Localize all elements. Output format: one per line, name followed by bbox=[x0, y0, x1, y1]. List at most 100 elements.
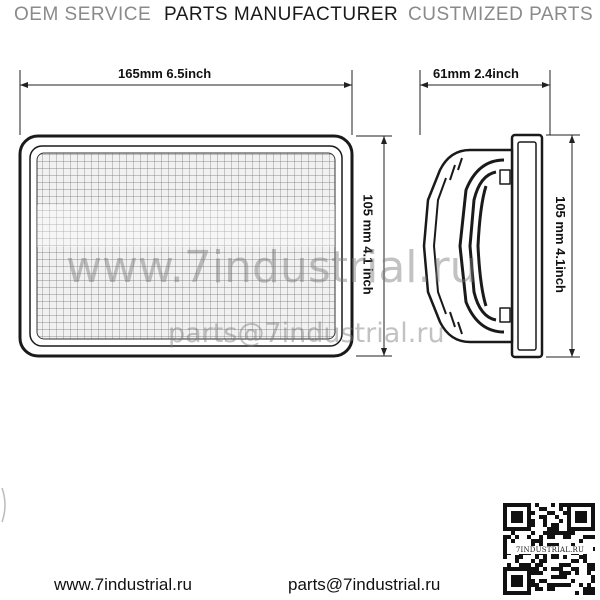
qr-module bbox=[563, 555, 567, 559]
side-depth-label: 61mm 2.4inch bbox=[433, 66, 519, 81]
qr-module bbox=[543, 519, 547, 523]
qr-module bbox=[519, 519, 523, 523]
qr-module bbox=[555, 515, 559, 519]
qr-module bbox=[591, 575, 595, 579]
qr-module bbox=[519, 503, 523, 507]
side-depth-dimension bbox=[419, 70, 551, 135]
qr-module bbox=[571, 531, 575, 535]
qr-module bbox=[531, 583, 535, 587]
qr-module bbox=[507, 503, 511, 507]
qr-module bbox=[567, 563, 571, 567]
qr-module bbox=[551, 543, 555, 547]
qr-module bbox=[515, 511, 519, 515]
qr-module bbox=[555, 583, 559, 587]
qr-module bbox=[515, 575, 519, 579]
qr-module bbox=[503, 515, 507, 519]
qr-module bbox=[503, 591, 507, 595]
qr-module bbox=[539, 587, 543, 591]
qr-module bbox=[555, 523, 559, 527]
qr-module bbox=[583, 515, 587, 519]
footer-website[interactable]: www.7industrial.ru bbox=[54, 575, 192, 594]
qr-module bbox=[591, 579, 595, 583]
qr-module bbox=[555, 575, 559, 579]
qr-module bbox=[547, 531, 551, 535]
qr-module bbox=[515, 583, 519, 587]
qr-module bbox=[503, 587, 507, 591]
qr-module bbox=[511, 527, 515, 531]
qr-module bbox=[539, 559, 543, 563]
qr-module bbox=[527, 507, 531, 511]
qr-module bbox=[587, 503, 591, 507]
qr-module bbox=[503, 535, 507, 539]
qr-module bbox=[559, 567, 563, 571]
watermark-email: parts@7industrial.ru bbox=[168, 318, 445, 349]
qr-module bbox=[519, 555, 523, 559]
qr-module bbox=[551, 503, 555, 507]
qr-module bbox=[591, 523, 595, 527]
side-height-label: 105 mm 4.1inch bbox=[552, 196, 568, 293]
qr-module bbox=[519, 527, 523, 531]
qr-module bbox=[587, 535, 591, 539]
qr-module bbox=[507, 567, 511, 571]
qr-module bbox=[555, 527, 559, 531]
qr-module bbox=[563, 531, 567, 535]
qr-module bbox=[515, 555, 519, 559]
qr-module bbox=[523, 527, 527, 531]
qr-module bbox=[587, 583, 591, 587]
qr-module bbox=[511, 579, 515, 583]
qr-module bbox=[579, 583, 583, 587]
qr-module bbox=[543, 555, 547, 559]
qr-module bbox=[539, 543, 543, 547]
qr-module bbox=[575, 591, 579, 595]
qr-module bbox=[551, 575, 555, 579]
qr-module bbox=[519, 583, 523, 587]
qr-module bbox=[527, 587, 531, 591]
qr-module bbox=[555, 543, 559, 547]
qr-module bbox=[511, 567, 515, 571]
qr-module bbox=[583, 519, 587, 523]
qr-module bbox=[587, 527, 591, 531]
qr-module bbox=[559, 503, 563, 507]
qr-module bbox=[587, 587, 591, 591]
front-width-dimension bbox=[19, 70, 353, 135]
qr-module bbox=[591, 587, 595, 591]
qr-module bbox=[511, 519, 515, 523]
front-view-lamp bbox=[18, 134, 354, 358]
qr-module bbox=[575, 515, 579, 519]
qr-module bbox=[539, 579, 543, 583]
qr-module bbox=[579, 555, 583, 559]
qr-module bbox=[503, 575, 507, 579]
qr-module bbox=[527, 519, 531, 523]
qr-module bbox=[579, 515, 583, 519]
qr-module bbox=[563, 511, 567, 515]
side-height-dimension bbox=[546, 134, 580, 358]
qr-module bbox=[575, 527, 579, 531]
qr-module bbox=[531, 523, 535, 527]
qr-module bbox=[503, 551, 507, 555]
qr-module bbox=[567, 527, 571, 531]
qr-module bbox=[591, 547, 595, 551]
header-parts-manufacturer: PARTS MANUFACTURER bbox=[164, 4, 399, 25]
qr-module bbox=[527, 575, 531, 579]
qr-module bbox=[579, 503, 583, 507]
footer-email[interactable]: parts@7industrial.ru bbox=[288, 575, 441, 594]
qr-module bbox=[515, 535, 519, 539]
qr-module bbox=[575, 511, 579, 515]
qr-module bbox=[507, 591, 511, 595]
qr-module bbox=[563, 535, 567, 539]
qr-module bbox=[535, 539, 539, 543]
qr-module bbox=[543, 507, 547, 511]
front-width-label: 165mm 6.5inch bbox=[118, 66, 212, 81]
qr-module bbox=[559, 575, 563, 579]
header-banner: OEM SERVICE PARTS MANUFACTURER CUSTMIZED… bbox=[0, 0, 600, 30]
qr-module bbox=[531, 571, 535, 575]
qr-module bbox=[503, 555, 507, 559]
qr-module bbox=[587, 591, 591, 595]
qr-module bbox=[563, 571, 567, 575]
qr-module bbox=[551, 511, 555, 515]
qr-module bbox=[527, 503, 531, 507]
qr-module bbox=[567, 511, 571, 515]
qr-module bbox=[583, 527, 587, 531]
qr-module bbox=[523, 567, 527, 571]
qr-module bbox=[579, 519, 583, 523]
